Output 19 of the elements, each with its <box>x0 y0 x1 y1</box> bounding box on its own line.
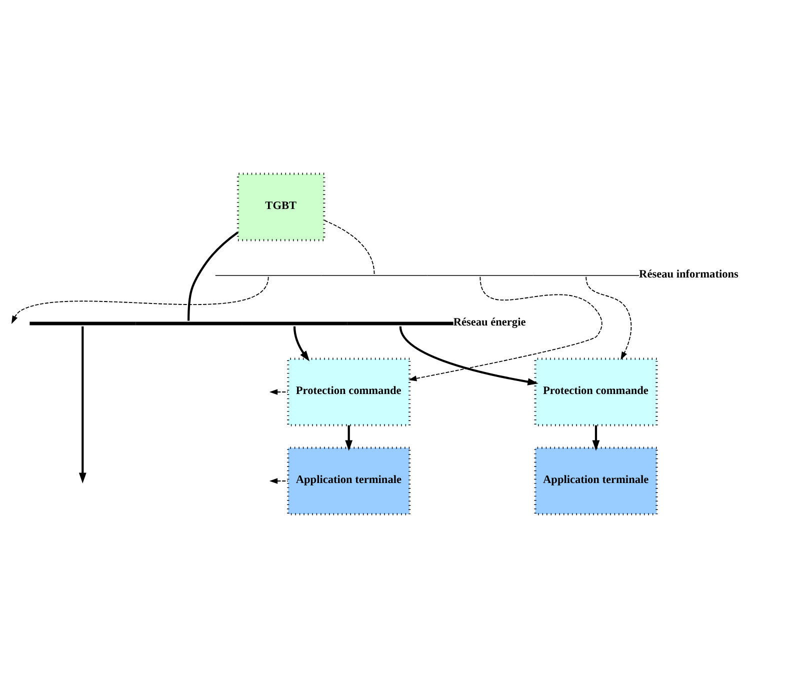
arrow <box>269 389 288 395</box>
arrow <box>269 478 288 484</box>
node-label: Réseau informations <box>639 268 738 280</box>
connector <box>324 220 375 275</box>
arrow <box>399 326 538 386</box>
node-box: Application terminale <box>287 446 411 516</box>
arrow <box>11 276 269 324</box>
node-box: TGBT <box>236 172 326 242</box>
arrow <box>78 326 86 484</box>
arrow <box>592 425 600 451</box>
arrow <box>293 326 310 362</box>
arrow <box>408 276 602 382</box>
node-box: Application terminale <box>534 446 658 516</box>
connector <box>188 232 238 321</box>
node-box: Protection commande <box>534 358 658 426</box>
node-label: Réseau énergie <box>453 316 526 328</box>
arrow <box>345 425 353 451</box>
node-box: Protection commande <box>287 358 411 426</box>
arrow <box>586 276 632 360</box>
